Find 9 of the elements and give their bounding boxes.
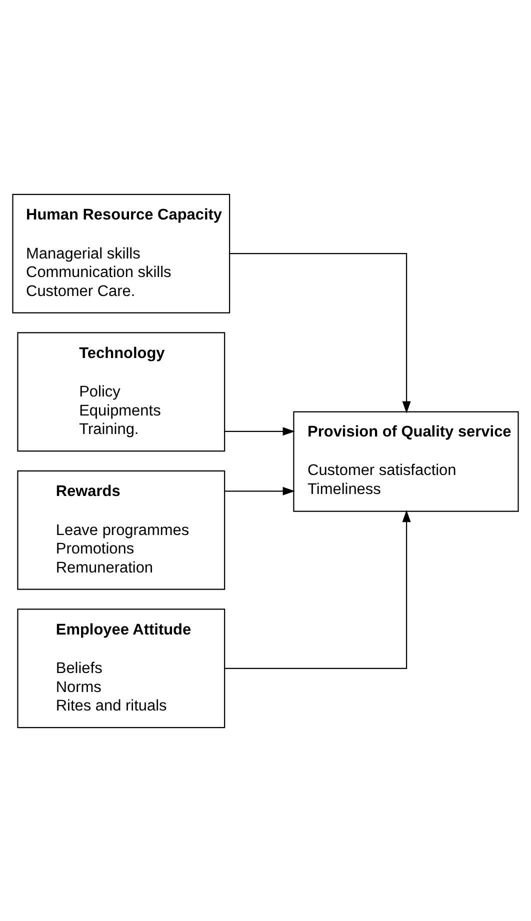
arrow — [230, 252, 411, 413]
node-box: Employee Attitude Beliefs Norms Rites and rituals — [17, 608, 226, 728]
arrow — [224, 426, 295, 436]
arrow — [224, 509, 411, 668]
node-box: Technology Policy Equipments Training. — [17, 332, 226, 452]
node-box: Human Resource Capacity Managerial skills Communication skills Customer Care. — [12, 193, 230, 313]
node-box: Rewards Leave programmes Promotions Remuneration — [17, 470, 226, 590]
node-box: Provision of Quality service Customer satisfaction Timeliness — [293, 410, 519, 512]
arrow — [224, 486, 295, 495]
